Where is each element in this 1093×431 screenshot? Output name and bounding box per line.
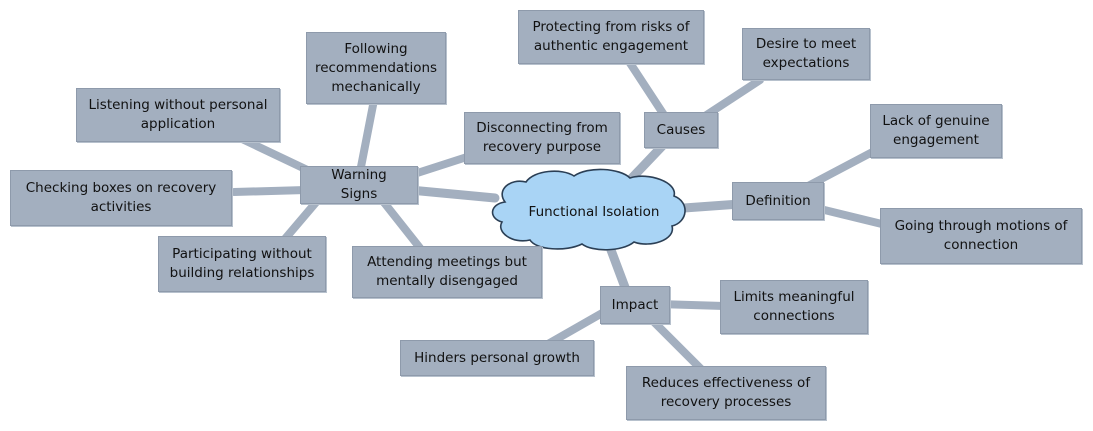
- leaf-node-reduces-effectiveness: Reduces effectiveness of recovery proces…: [626, 366, 826, 420]
- leaf-node-going-motions: Going through motions of connection: [880, 208, 1082, 264]
- leaf-node-disconnecting: Disconnecting from recovery purpose: [464, 112, 620, 164]
- leaf-node-hinders-growth: Hinders personal growth: [400, 340, 594, 376]
- center-node-label: Functional Isolation: [528, 204, 660, 220]
- leaf-node-checking-boxes: Checking boxes on recovery activities: [10, 170, 232, 226]
- connector-ws-checking: [230, 186, 310, 196]
- connector-impact-reduces: [646, 314, 708, 376]
- connector-center-definition: [679, 199, 745, 213]
- branch-node-warning-signs: Warning Signs: [300, 166, 418, 204]
- connector-causes-desire: [698, 76, 764, 122]
- connector-center-warning-signs: [405, 185, 500, 203]
- leaf-node-following-recommendations: Following recommendations mechanically: [306, 32, 446, 104]
- connector-ws-following: [356, 96, 378, 176]
- leaf-node-participating: Participating without building relations…: [158, 236, 326, 292]
- center-cloud: [491, 168, 686, 251]
- leaf-node-attending-meetings: Attending meetings but mentally disengag…: [352, 246, 542, 298]
- connector-causes-protecting: [624, 56, 670, 122]
- connectors: [230, 56, 894, 376]
- connector-definition-lack: [804, 144, 884, 190]
- leaf-node-protecting-risks: Protecting from risks of authentic engag…: [518, 10, 704, 64]
- connector-impact-hinders: [544, 308, 608, 348]
- connector-ws-disconnecting: [404, 152, 474, 180]
- leaf-node-lack-engagement: Lack of genuine engagement: [870, 104, 1002, 158]
- connector-ws-participating: [280, 196, 322, 244]
- branch-node-definition: Definition: [732, 182, 824, 220]
- cloud-shape: [491, 168, 686, 251]
- leaf-node-desire-expectations: Desire to meet expectations: [742, 28, 870, 80]
- leaf-node-limits-connections: Limits meaningful connections: [720, 280, 868, 334]
- branch-node-causes: Causes: [644, 112, 718, 148]
- leaf-node-listening-without: Listening without personal application: [76, 88, 280, 142]
- branch-node-impact: Impact: [600, 286, 670, 324]
- connector-ws-attending: [378, 196, 424, 252]
